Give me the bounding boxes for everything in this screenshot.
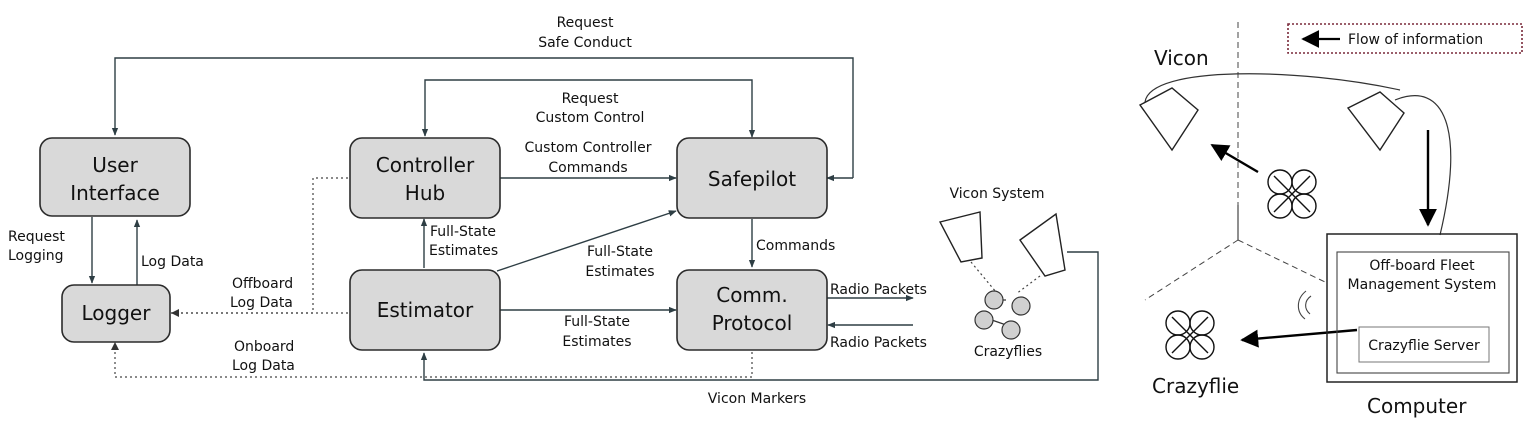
offboard-log-data-label: Offboard: [232, 276, 293, 292]
full-state-to-safepilot-arrow: [496, 210, 677, 272]
crazyflie-drone-icon: [1165, 310, 1215, 360]
radio-packets-out-label: Radio Packets: [830, 282, 927, 298]
svg-text:Interface: Interface: [70, 181, 160, 205]
estimator-block: Estimator: [349, 269, 501, 351]
crazyflie-server-box: [1358, 326, 1490, 363]
svg-text:Safepilot: Safepilot: [708, 167, 796, 191]
computer-box: [1326, 233, 1518, 383]
full-state-hub-label-2: Estimates: [429, 243, 498, 259]
full-state-safepilot-label: Full-State: [587, 244, 653, 260]
floor-line-left: [1144, 239, 1239, 301]
user-interface-block: User Interface: [39, 137, 191, 217]
onboard-log-data-label-2: Log Data: [232, 358, 295, 374]
svg-text:Hub: Hub: [405, 181, 445, 205]
request-safe-conduct-label: Request: [557, 15, 614, 31]
offboard-log-path: [171, 177, 348, 314]
onboard-log-data-label: Onboard: [234, 339, 294, 355]
flow-arrow-to-vicon: [1210, 143, 1259, 174]
crazyflie-server-label: Crazyflie Server: [1368, 338, 1480, 354]
vicon-camera-a-icon: [1138, 87, 1199, 152]
radio-packets-in-label: Radio Packets: [830, 335, 927, 351]
wireless-signal-icon: [1297, 290, 1312, 320]
comm-protocol-block: Comm. Protocol: [676, 269, 828, 351]
vicon-system-label: Vicon System: [950, 186, 1045, 202]
svg-text:Protocol: Protocol: [712, 311, 793, 335]
full-state-hub-label: Full-State: [430, 224, 496, 240]
svg-text:Comm.: Comm.: [716, 283, 788, 307]
full-state-comm-label-2: Estimates: [562, 334, 631, 350]
svg-text:User: User: [92, 153, 138, 177]
computer-label: Computer: [1367, 394, 1467, 418]
vicon-cable-left: [1144, 73, 1401, 103]
vicon-camera-b-icon: [1346, 91, 1405, 152]
log-data-label: Log Data: [141, 254, 204, 270]
request-safe-conduct-label-2: Safe Conduct: [538, 35, 632, 51]
request-custom-control-arrow: [421, 79, 756, 138]
flow-arrow-to-crazyflie: [1240, 328, 1358, 348]
legend-box: [1287, 23, 1523, 54]
svg-text:Estimator: Estimator: [377, 298, 474, 322]
floor-line-right: [1237, 239, 1326, 283]
svg-text:Logger: Logger: [82, 301, 152, 325]
request-safe-conduct-arrow: [111, 57, 854, 178]
vicon-camera-left-icon: [938, 211, 983, 263]
vicon-camera-right-icon: [1019, 212, 1066, 277]
controller-hub-block: Controller Hub: [349, 137, 501, 219]
vicon-markers-arrow: [420, 251, 1099, 381]
vicon-cable-right: [1394, 95, 1452, 236]
fleet-system-label-2: Management System: [1348, 277, 1497, 293]
custom-controller-commands-label: Custom Controller: [525, 140, 652, 156]
logger-block: Logger: [61, 284, 171, 343]
crazyflies-label: Crazyflies: [974, 344, 1042, 360]
vicon-label: Vicon: [1154, 46, 1209, 70]
offboard-log-data-label-2: Log Data: [230, 295, 293, 311]
legend-label: Flow of information: [1348, 32, 1483, 48]
crazyflie-label: Crazyflie: [1152, 374, 1239, 398]
fleet-system-label: Off-board Fleet: [1369, 258, 1475, 274]
svg-text:Controller: Controller: [376, 153, 475, 177]
request-logging-label: Request: [8, 229, 65, 245]
full-state-safepilot-label-2: Estimates: [585, 264, 654, 280]
commands-label: Commands: [756, 238, 835, 254]
full-state-comm-label: Full-State: [564, 314, 630, 330]
request-custom-control-label: Request: [562, 91, 619, 107]
request-logging-label-2: Logging: [8, 248, 64, 264]
crazyflies-markers-icon: [974, 290, 1031, 340]
safepilot-block: Safepilot: [676, 137, 828, 219]
custom-controller-commands-label-2: Commands: [548, 160, 627, 176]
request-custom-control-label-2: Custom Control: [536, 110, 645, 126]
vicon-markers-label: Vicon Markers: [708, 391, 806, 407]
drone-center-icon: [1267, 169, 1317, 219]
fleet-management-box: [1336, 251, 1510, 374]
